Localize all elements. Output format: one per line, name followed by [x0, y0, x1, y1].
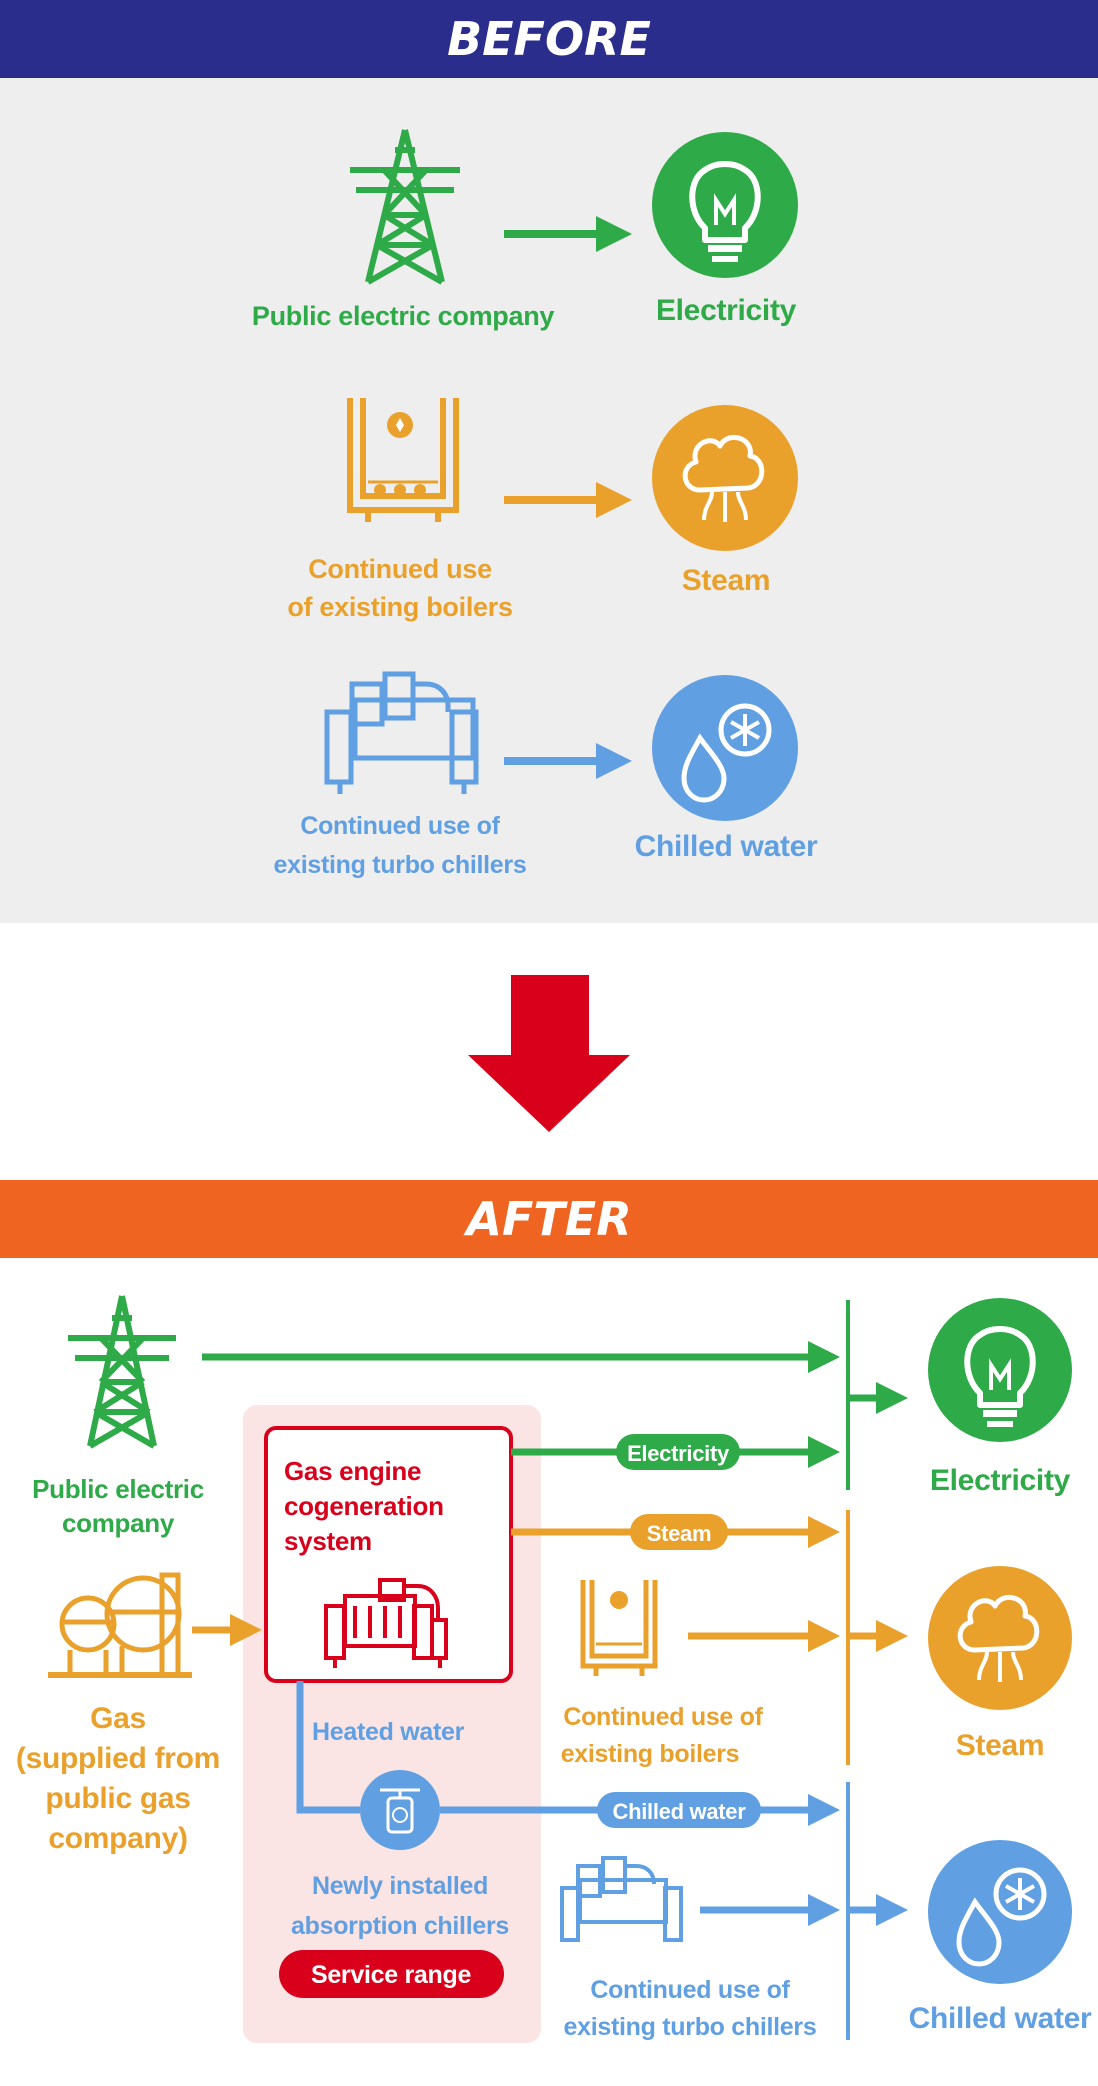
lightbulb-icon — [652, 132, 798, 278]
cogeneration-line3: system — [284, 1526, 372, 1556]
before-source-turbo-line2: existing turbo chillers — [274, 851, 527, 879]
after-electric-line1: Public electric — [32, 1474, 204, 1504]
arrow-boiler-steam — [688, 1620, 840, 1652]
before-header: BEFORE — [0, 0, 1098, 78]
gas-line1: Gas — [90, 1702, 146, 1735]
after-output-chilled-water: Chilled water — [909, 2002, 1092, 2035]
transmission-tower-icon — [350, 129, 460, 285]
after-turbo-line2: existing turbo chillers — [564, 2013, 817, 2041]
electricity-pill-label: Electricity — [627, 1441, 730, 1466]
before-source-boilers-line1: Continued use — [308, 554, 492, 584]
boiler-icon — [347, 398, 459, 522]
absorption-line1: Newly installed — [312, 1872, 488, 1900]
transition-down-arrow — [468, 975, 630, 1132]
arrow-gas-to-cogeneration — [192, 1614, 262, 1646]
electricity-pill — [616, 1434, 740, 1470]
after-electric-line2: company — [62, 1508, 175, 1538]
turbo-chiller-icon — [560, 1856, 683, 1942]
steam-cloud-icon — [928, 1566, 1072, 1710]
heated-water-label: Heated water — [312, 1718, 465, 1746]
gas-engine-icon — [324, 1578, 448, 1668]
arrow-to-electricity — [848, 1382, 908, 1414]
before-source-boilers-line2: of existing boilers — [287, 592, 512, 622]
absorption-line2: absorption chillers — [291, 1912, 509, 1940]
boiler-icon — [580, 1580, 658, 1676]
service-range-label: Service range — [311, 1961, 471, 1989]
arrow-to-chilled-water — [848, 1894, 908, 1926]
chilled-water-pill — [597, 1792, 761, 1828]
before-output-steam: Steam — [682, 564, 771, 597]
chilled-water-icon — [652, 675, 798, 821]
transmission-tower-icon — [68, 1295, 176, 1449]
steam-pill-label: Steam — [647, 1521, 712, 1546]
cogeneration-line1: Gas engine — [284, 1456, 421, 1486]
arrow-steam — [504, 482, 632, 518]
arrow-electric — [504, 216, 632, 252]
gas-line2: (supplied from — [16, 1742, 220, 1775]
absorption-chiller-icon — [360, 1770, 440, 1850]
before-output-electricity: Electricity — [656, 294, 797, 327]
service-range-badge — [279, 1950, 504, 1998]
heated-water-line — [296, 1681, 360, 1814]
arrow-chilled-water — [504, 743, 632, 779]
gas-line4: company) — [48, 1822, 187, 1855]
gas-line3: public gas — [45, 1782, 190, 1815]
after-output-electricity: Electricity — [930, 1464, 1071, 1497]
cogeneration-line2: cogeneration — [284, 1491, 444, 1521]
gas-tank-icon — [48, 1572, 192, 1678]
after-output-steam: Steam — [956, 1729, 1045, 1762]
after-boilers-line1: Continued use of — [563, 1703, 763, 1731]
arrow-grid-electricity — [202, 1341, 840, 1373]
after-title: AFTER — [466, 1192, 632, 1246]
before-output-chilled-water: Chilled water — [635, 830, 818, 863]
after-header: AFTER — [0, 1180, 1098, 1258]
arrow-turbo-chilled-water — [700, 1894, 840, 1926]
arrow-to-steam — [848, 1620, 908, 1652]
steam-pill — [630, 1514, 728, 1550]
lightbulb-icon — [928, 1298, 1072, 1442]
steam-cloud-icon — [652, 405, 798, 551]
before-title: BEFORE — [447, 12, 651, 66]
chilled-water-icon — [928, 1840, 1072, 1984]
turbo-chiller-icon — [324, 671, 479, 794]
after-turbo-line1: Continued use of — [590, 1976, 790, 2004]
after-boilers-line2: existing boilers — [561, 1740, 740, 1768]
before-source-label-electric: Public electric company — [252, 301, 554, 331]
before-source-turbo-line1: Continued use of — [300, 812, 500, 840]
chilled-water-pill-label: Chilled water — [612, 1799, 746, 1824]
